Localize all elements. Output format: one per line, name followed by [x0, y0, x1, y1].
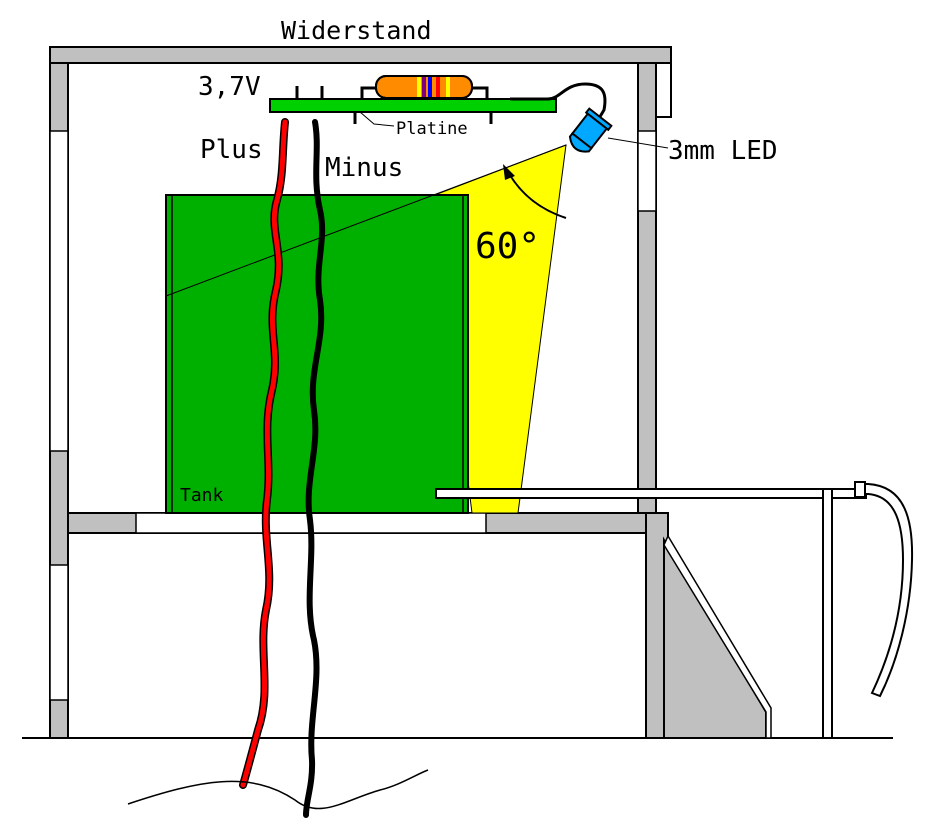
frame-top-bar	[49, 46, 672, 64]
rail-support-post	[822, 488, 833, 739]
label-led: 3mm LED	[668, 136, 778, 166]
frame-right-post-window	[637, 130, 657, 212]
led-label-leader	[607, 137, 669, 149]
label-tank: Tank	[180, 485, 224, 506]
frame-left-post-window	[49, 130, 69, 452]
led-icon	[568, 107, 613, 153]
diagonal-brace-edge	[663, 534, 772, 739]
label-voltage: 3,7V	[198, 72, 261, 102]
angle-arrowhead	[503, 164, 515, 180]
led-lead	[510, 82, 607, 121]
side-rail	[435, 488, 867, 499]
frame-left-post-window	[49, 564, 69, 701]
label-angle: 60°	[475, 226, 540, 267]
wire-minus	[303, 119, 326, 818]
bent-pipe	[856, 483, 914, 698]
pipe-clamp	[854, 481, 866, 498]
label-minus: Minus	[325, 153, 403, 183]
label-platine: Platine	[396, 119, 468, 139]
platine-label-leader	[359, 111, 395, 127]
frame-top-lip	[656, 63, 672, 118]
platine-board	[269, 98, 557, 113]
wire-plus-core	[240, 119, 288, 788]
ground-terrain	[127, 769, 429, 810]
beam-edge-line	[165, 144, 567, 297]
label-widerstand: Widerstand	[281, 16, 432, 45]
label-plus: Plus	[200, 135, 263, 165]
resistor-icon	[360, 75, 489, 99]
